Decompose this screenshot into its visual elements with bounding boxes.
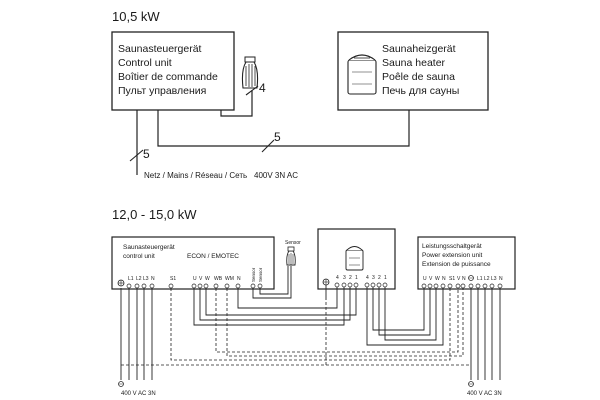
cu-terminal-wb: WB — [214, 276, 223, 282]
control-unit-2-line-de: Saunasteuergerät — [123, 244, 175, 251]
voltage-right-label: 400 V AC 3N — [467, 391, 502, 397]
heater-cable-count: 5 — [274, 130, 281, 144]
cu-terminal-s1: S1 — [170, 276, 176, 282]
heater-2-terminals: 4 3 2 1 4 3 2 1 — [322, 275, 388, 288]
ht-terminal-3b: 3 — [372, 275, 375, 281]
ext-terminal-w: W — [435, 276, 440, 282]
power-extension-box — [417, 236, 516, 290]
sauna-heater-2-box — [317, 228, 396, 290]
cu-terminal-l1: L1 — [128, 276, 134, 282]
ext-terminal-v: V — [429, 276, 433, 282]
cu-terminal-l3: L3 — [143, 276, 149, 282]
cu-terminal-w: W — [205, 276, 210, 282]
control-unit-line-ru: Пульт управления — [118, 85, 206, 97]
sauna-heater-icon — [347, 54, 377, 95]
ext-terminal-n: N — [442, 276, 446, 282]
ground-symbol-left-icon — [118, 381, 124, 387]
ext-terminal-n2: N — [462, 276, 466, 282]
temperature-sensor-icon — [241, 56, 259, 89]
ext-terminal-u: U — [423, 276, 427, 282]
ext-terminal-n3: N — [499, 276, 503, 282]
ext-terminal-l2: L2 — [484, 276, 490, 282]
heater-line-ru: Печь для сауны — [382, 85, 459, 97]
control-unit-line-fr: Boîtier de commande — [118, 71, 218, 83]
sauna-heater-2-icon — [345, 246, 364, 271]
heater-cable-tick — [261, 139, 275, 153]
extension-line-fr: Extension de puissance — [422, 261, 491, 268]
cu-terminal-l2: L2 — [136, 276, 142, 282]
sensor-cable-count: 4 — [259, 81, 266, 95]
cu-terminal-u: U — [193, 276, 197, 282]
mains-cable-tick — [129, 149, 144, 162]
ext-terminal-l1: L1 — [477, 276, 483, 282]
heater-line-fr: Poêle de sauna — [382, 71, 455, 83]
sensor-cable-tick — [245, 85, 259, 96]
ground-symbol-right-icon — [468, 381, 474, 387]
ht-terminal-1b: 1 — [384, 275, 387, 281]
ht-terminal-2a: 2 — [349, 275, 352, 281]
extension-terminals: U V W N S1 V N L1 L2 L3 N — [421, 275, 503, 289]
ht-terminal-4b: 4 — [366, 275, 369, 281]
sauna-heater-box — [337, 31, 489, 111]
control-unit-2-line-en: control unit — [123, 253, 155, 260]
cu-terminal-sensor-b: Sensor — [258, 267, 263, 282]
temperature-sensor-2-icon — [286, 246, 296, 266]
section-title-10kw: 10,5 kW — [112, 9, 160, 24]
cu-terminal-wm: WM — [225, 276, 234, 282]
extension-line-de: Leistungsschaltgerät — [422, 243, 482, 250]
control-unit-2-terminals: L1 L2 L3 N S1 U V W WB WM N Sensor Senso… — [117, 267, 263, 289]
mains-label: Netz / Mains / Réseau / Сеть — [144, 171, 247, 180]
control-unit-line-en: Control unit — [118, 57, 172, 69]
section-title-12-15kw: 12,0 - 15,0 kW — [112, 207, 197, 222]
ext-terminal-v2: V — [457, 276, 461, 282]
cu-terminal-n2: N — [237, 276, 241, 282]
heater-line-de: Saunaheizgerät — [382, 43, 456, 55]
cu-terminal-n: N — [151, 276, 155, 282]
control-unit-2-model: ECON / EMOTEC — [187, 253, 239, 260]
cu-terminal-sensor-a: Sensor — [251, 267, 256, 282]
control-unit-2-box — [111, 236, 275, 290]
ht-terminal-2b: 2 — [378, 275, 381, 281]
extension-line-en: Power extension unit — [422, 252, 483, 259]
mains-voltage: 400V 3N AC — [254, 171, 298, 180]
mains-cable-count: 5 — [143, 147, 150, 161]
cu-terminal-v: V — [199, 276, 203, 282]
ext-terminal-l3: L3 — [491, 276, 497, 282]
sensor-2-label: Sensor — [285, 240, 301, 246]
heater-line-en: Sauna heater — [382, 57, 446, 69]
ht-terminal-4a: 4 — [336, 275, 339, 281]
heater-cable — [157, 110, 410, 147]
control-link-lines — [121, 288, 471, 366]
control-unit-line-de: Saunasteuergerät — [118, 43, 202, 55]
sensor-cable — [220, 90, 253, 117]
wiring-lines — [120, 266, 501, 380]
voltage-left-label: 400 V AC 3N — [121, 391, 156, 397]
ext-terminal-s1: S1 — [449, 276, 455, 282]
ht-terminal-3a: 3 — [343, 275, 346, 281]
control-unit-box — [111, 31, 235, 111]
ht-terminal-1a: 1 — [355, 275, 358, 281]
